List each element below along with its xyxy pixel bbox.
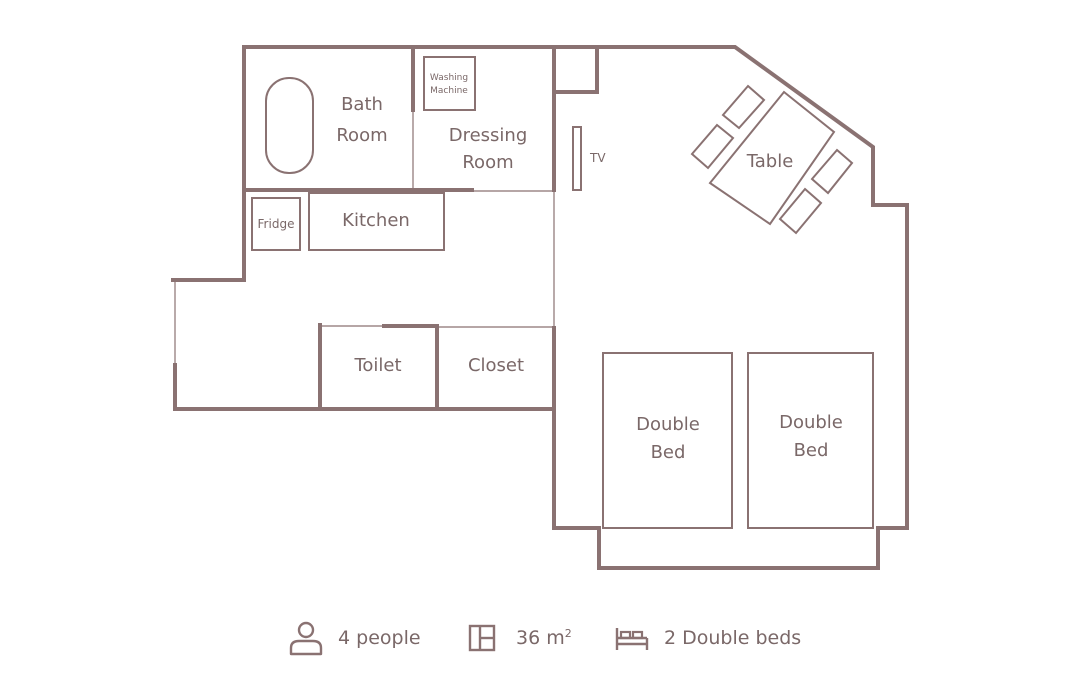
area-text: 36 m2 [510,627,572,649]
dressing-room-label-1: Dressing [449,125,528,146]
double-bed-2 [747,352,874,529]
double-bed-2-label-1: Double [779,412,843,433]
info-people: 4 people [288,618,421,658]
table [708,90,836,226]
tv [572,126,582,191]
bathtub [265,77,314,174]
toilet-label: Toilet [353,355,401,376]
bath-room-label-2: Room [336,125,387,146]
washing-machine-label-1: Washing [430,73,468,83]
info-beds: 2 Double beds [614,618,801,658]
chair [690,123,735,170]
double-bed-2-label-2: Bed [794,440,829,461]
washing-machine-label-2: Machine [430,86,468,96]
chair [810,148,854,195]
area-unit-sup: 2 [564,626,572,640]
double-bed-1-label-1: Double [636,414,700,435]
people-text: 4 people [338,627,421,649]
closet-label: Closet [468,355,524,376]
interior-walls [242,45,599,411]
kitchen-counter [308,192,445,251]
washing-machine [423,56,476,111]
beds-text: 2 Double beds [664,627,802,649]
person-icon [289,621,323,656]
outer-walls [171,45,909,570]
chair [721,84,766,130]
floorplan-icon [468,624,496,652]
fridge [251,197,301,251]
tv-label: TV [589,151,606,165]
bed-icon [615,628,649,650]
info-area: 36 m2 [468,618,572,658]
fridge-label: Fridge [258,217,295,231]
bath-room-label-1: Bath [341,94,383,115]
table-label: Table [746,151,794,172]
dining-table-set: Table [690,84,854,235]
dressing-room-label-2: Room [462,152,513,173]
kitchen-label: Kitchen [342,210,410,231]
double-bed-1 [602,352,733,529]
area-value: 36 m [516,627,565,650]
chair [778,187,823,235]
double-bed-1-label-2: Bed [651,442,686,463]
